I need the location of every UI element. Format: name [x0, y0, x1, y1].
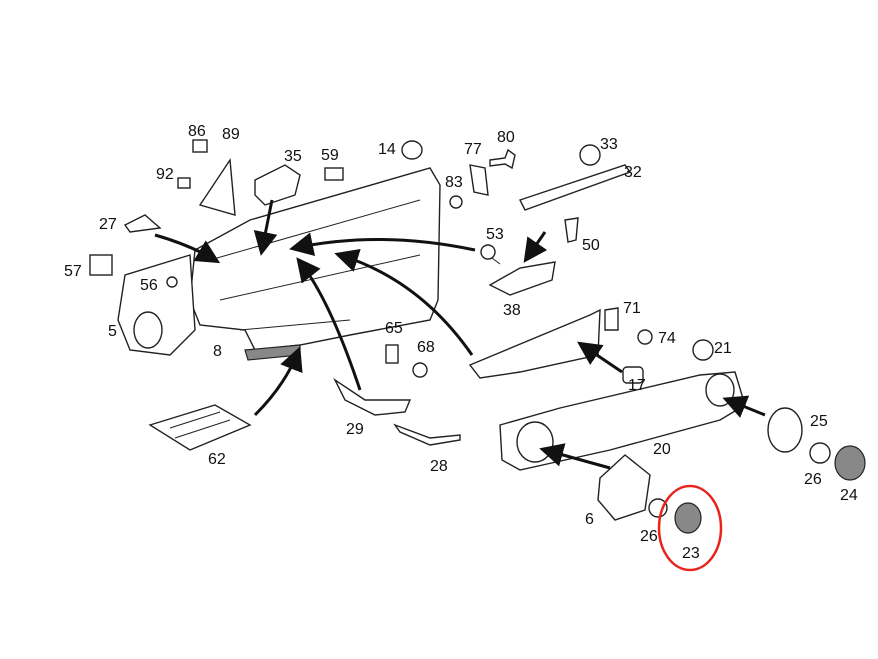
part-switch-35[interactable]: [254, 164, 301, 206]
part-59[interactable]: [324, 167, 344, 181]
callout-71[interactable]: 71: [623, 300, 641, 317]
part-ring-25[interactable]: [767, 407, 803, 453]
part-27[interactable]: [123, 214, 162, 233]
callout-89[interactable]: 89: [222, 126, 240, 143]
part-screw-74[interactable]: [637, 329, 653, 345]
callout-38[interactable]: 38: [503, 302, 521, 319]
part-handle-38[interactable]: [488, 261, 556, 296]
part-screw-53[interactable]: [480, 244, 501, 265]
callout-5[interactable]: 5: [108, 323, 117, 340]
part-tray-62[interactable]: [148, 404, 252, 451]
callout-29[interactable]: 29: [346, 421, 364, 438]
part-33[interactable]: [579, 144, 601, 166]
callout-26[interactable]: 26: [640, 528, 658, 545]
part-57[interactable]: [89, 254, 113, 276]
callout-59[interactable]: 59: [321, 147, 339, 164]
callout-21[interactable]: 21: [714, 340, 732, 357]
callout-68[interactable]: 68: [417, 339, 435, 356]
part-grille-23[interactable]: [674, 502, 702, 534]
part-26b[interactable]: [648, 498, 668, 518]
callout-20[interactable]: 20: [653, 441, 671, 458]
part-65[interactable]: [385, 344, 399, 364]
part-armrest-trim[interactable]: [468, 308, 601, 379]
highlight-circle-23: [657, 484, 723, 572]
part-29[interactable]: [333, 377, 412, 416]
part-17[interactable]: [622, 366, 644, 384]
part-grommet-14[interactable]: [401, 140, 423, 160]
part-mirror-triangle-89[interactable]: [198, 157, 236, 216]
callout-74[interactable]: 74: [658, 330, 676, 347]
callout-24[interactable]: 24: [840, 487, 858, 504]
callout-32[interactable]: 32: [624, 164, 642, 181]
callout-65[interactable]: 65: [385, 320, 403, 337]
callout-17[interactable]: 17: [628, 377, 646, 394]
callout-53[interactable]: 53: [486, 226, 504, 243]
callout-80[interactable]: 80: [497, 129, 515, 146]
part-28[interactable]: [393, 423, 461, 446]
part-26a[interactable]: [809, 442, 831, 464]
callout-14[interactable]: 14: [378, 141, 396, 158]
callout-labels: 86 89 35 59 14 77 80 33 92 83 32 27 53 5…: [64, 123, 858, 562]
part-bracket-6[interactable]: [597, 454, 651, 521]
part-strip-32[interactable]: [519, 164, 632, 211]
callout-57[interactable]: 57: [64, 263, 82, 280]
part-clip-83[interactable]: [449, 195, 463, 209]
part-56[interactable]: [166, 276, 178, 288]
callout-26[interactable]: 26: [804, 471, 822, 488]
part-21[interactable]: [692, 339, 714, 361]
callout-33[interactable]: 33: [600, 136, 618, 153]
callout-35[interactable]: 35: [284, 148, 302, 165]
callout-77[interactable]: 77: [464, 141, 482, 158]
part-speaker-panel-20[interactable]: [499, 371, 746, 471]
callout-92[interactable]: 92: [156, 166, 174, 183]
callout-6[interactable]: 6: [585, 511, 594, 528]
callout-56[interactable]: 56: [140, 277, 158, 294]
callout-62[interactable]: 62: [208, 451, 226, 468]
callout-86[interactable]: 86: [188, 123, 206, 140]
callout-28[interactable]: 28: [430, 458, 448, 475]
part-clip-50[interactable]: [564, 217, 579, 243]
part-92[interactable]: [177, 177, 191, 189]
callout-27[interactable]: 27: [99, 216, 117, 233]
part-grille-24[interactable]: [834, 445, 866, 481]
part-door-frame-5[interactable]: [117, 254, 196, 356]
part-86[interactable]: [192, 139, 208, 153]
leader-arrows: [154, 199, 766, 470]
part-screw-68[interactable]: [412, 362, 428, 378]
part-71[interactable]: [604, 307, 619, 331]
part-screw-80[interactable]: [489, 148, 516, 170]
callout-23[interactable]: 23: [682, 545, 700, 562]
part-bracket-77[interactable]: [469, 164, 489, 196]
callout-50[interactable]: 50: [582, 237, 600, 254]
callout-83[interactable]: 83: [445, 174, 463, 191]
callout-8[interactable]: 8: [213, 343, 222, 360]
callout-25[interactable]: 25: [810, 413, 828, 430]
